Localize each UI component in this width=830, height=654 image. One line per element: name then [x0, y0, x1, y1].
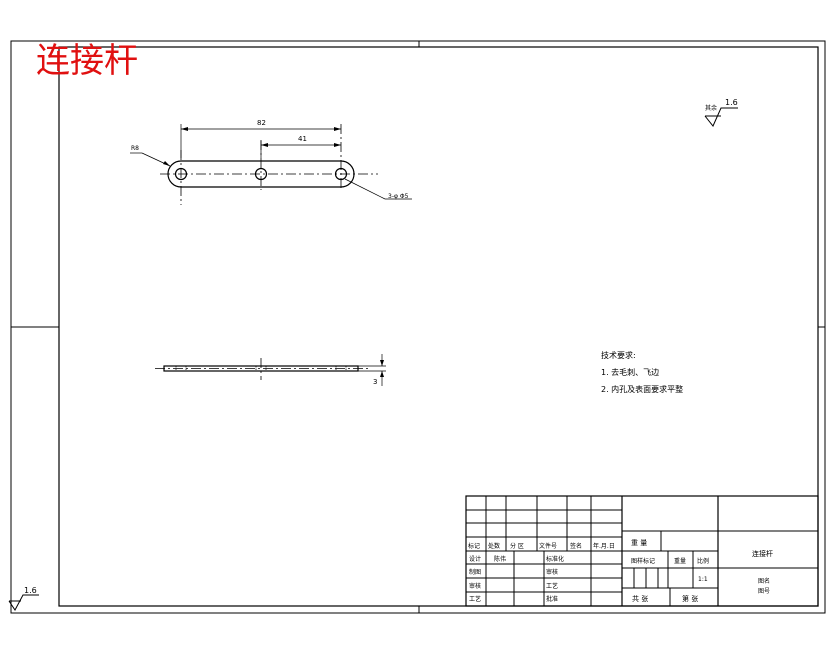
weight-label: 重量 — [674, 557, 686, 565]
note-item-1: 1. 去毛刺、飞边 — [601, 367, 659, 377]
title-block: 标记 处数 分 区 文件号 签名 年.月.日 设计 陈伟 标准化 制图 审核 审… — [465, 495, 819, 607]
rev-header-mark: 标记 — [468, 542, 480, 550]
notes-heading: 技术要求: — [601, 350, 636, 360]
top-view: 82 41 R8 3-φ Φ5 — [130, 119, 412, 205]
row-role-check: 审核 — [469, 582, 481, 590]
row-extra-draw: 审核 — [546, 568, 558, 576]
side-view: 3 — [155, 354, 386, 386]
dim-thickness: 3 — [373, 378, 377, 386]
inner-border — [58, 46, 819, 607]
stage-label: 图样标记 — [631, 557, 655, 565]
material-label: 重 量 — [631, 539, 647, 547]
scale-label: 比例 — [697, 557, 709, 565]
drawing-name-label: 图名 — [758, 577, 770, 585]
surface-finish-label: 其余 — [705, 104, 717, 112]
row-role-process: 工艺 — [469, 595, 481, 603]
sheet-count: 共 张 — [632, 594, 648, 603]
note-item-2: 2. 内孔及表面要求平整 — [601, 384, 683, 394]
rev-header-count: 处数 — [488, 542, 500, 550]
corner-surface-finish: 1.6 — [8, 586, 39, 611]
scale-value: 1:1 — [698, 576, 708, 583]
rev-header-file: 文件号 — [539, 542, 557, 550]
corner-finish-value: 1.6 — [24, 586, 37, 595]
row-role-draw: 制图 — [469, 568, 481, 576]
sheet-title: 连接杆 — [36, 41, 138, 81]
rev-header-date: 年.月.日 — [593, 542, 615, 550]
dim-holes: 3-φ Φ5 — [388, 193, 409, 200]
part-name: 连接杆 — [752, 549, 773, 558]
drawing-no-label: 图号 — [758, 588, 770, 595]
row-extra-check: 工艺 — [546, 582, 558, 590]
outer-border — [10, 40, 826, 614]
sheet-no: 第 张 — [682, 594, 698, 603]
row-role-design: 设计 — [469, 555, 481, 563]
dim-half: 41 — [298, 135, 307, 143]
dim-radius: R8 — [131, 145, 139, 152]
row-extra-design: 标准化 — [546, 555, 564, 563]
row-extra-process: 批准 — [546, 595, 558, 603]
technical-notes: 技术要求: 1. 去毛刺、飞边 2. 内孔及表面要求平整 — [601, 350, 683, 394]
surface-finish-value: 1.6 — [725, 98, 738, 107]
rev-header-zone: 分 区 — [510, 542, 524, 550]
dim-overall: 82 — [257, 119, 266, 127]
row-name-design: 陈伟 — [494, 555, 506, 563]
surface-finish-symbol: 其余 1.6 — [704, 98, 738, 127]
rev-header-sign: 签名 — [570, 542, 582, 550]
